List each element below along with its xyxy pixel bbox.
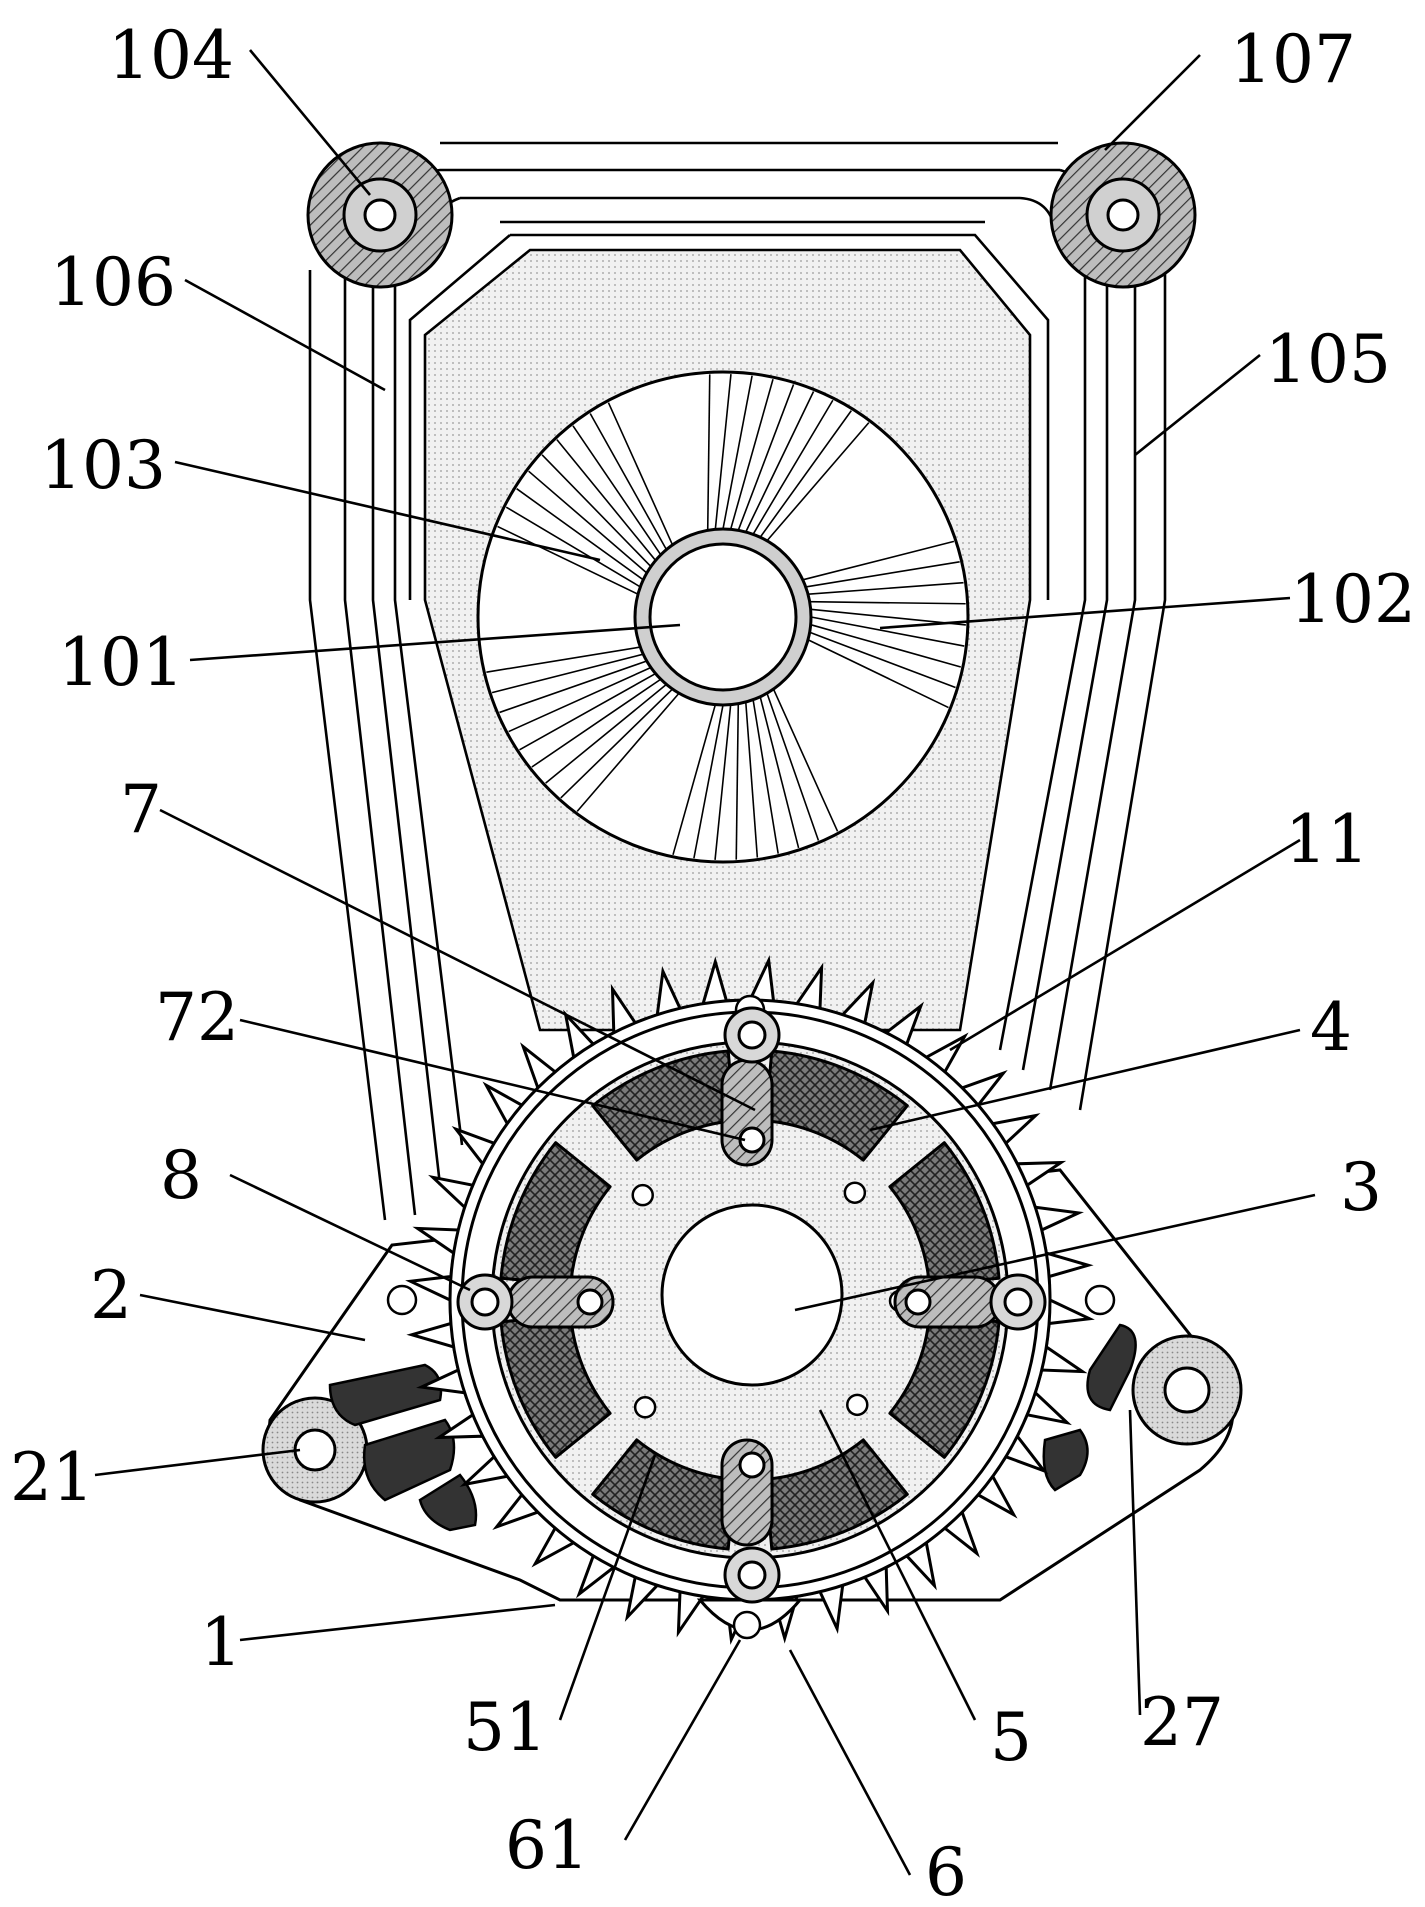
label-101: 101 xyxy=(58,624,184,701)
fan-spoke xyxy=(744,701,759,858)
fan-spoke xyxy=(693,704,724,859)
fan-spoke xyxy=(531,678,662,768)
fan-spoke xyxy=(752,699,779,854)
fan-spoke xyxy=(809,631,956,689)
fan-spoke xyxy=(497,525,639,595)
fan-spokes xyxy=(486,374,966,860)
fan-spoke xyxy=(729,378,774,530)
label-11: 11 xyxy=(1285,801,1369,878)
label-51: 51 xyxy=(463,1689,547,1766)
slot-keyhole xyxy=(633,1396,657,1419)
label-2: 2 xyxy=(90,1257,132,1334)
fan-spoke xyxy=(735,703,740,860)
label-21: 21 xyxy=(10,1439,94,1516)
coil-winding xyxy=(888,1141,1001,1286)
fan-spoke xyxy=(759,410,852,538)
label-106: 106 xyxy=(50,244,176,321)
fan-spoke xyxy=(745,391,815,533)
fan-spoke xyxy=(541,454,652,568)
fan-spoke xyxy=(589,413,668,550)
label-61: 61 xyxy=(505,1807,589,1884)
fan-spoke xyxy=(505,506,641,588)
fan-spoke xyxy=(499,660,648,714)
fan-spoke xyxy=(607,402,674,546)
fan-spoke xyxy=(772,688,839,832)
fan-spoke xyxy=(810,623,962,668)
fan-spoke xyxy=(576,692,680,812)
label-103: 103 xyxy=(40,427,166,504)
fan-spoke xyxy=(714,374,732,530)
coil-winding xyxy=(591,1438,736,1551)
fan-spoke xyxy=(807,581,964,596)
slot-keyhole xyxy=(843,1181,867,1204)
coil-winding xyxy=(499,1141,612,1286)
pulley-104 xyxy=(306,141,454,289)
label-3: 3 xyxy=(1340,1149,1382,1226)
coil-winding xyxy=(764,1049,909,1162)
fan-spoke xyxy=(528,470,648,574)
fan-spoke xyxy=(714,704,732,860)
slot-keyhole xyxy=(846,1393,869,1417)
fan-spoke xyxy=(706,374,711,531)
leader-lines xyxy=(94,49,1316,1876)
fan-spoke xyxy=(545,683,667,784)
fan-spoke xyxy=(807,639,949,709)
label-7: 7 xyxy=(120,771,162,848)
callout-labels: 104 107 106 105 103 102 101 7 11 72 4 8 … xyxy=(10,17,1416,1907)
hole-61 xyxy=(732,1610,762,1640)
fan-spoke xyxy=(486,646,641,673)
fan-spoke xyxy=(759,696,800,849)
fan-spoke xyxy=(556,439,657,561)
label-107: 107 xyxy=(1230,21,1356,98)
coil-winding xyxy=(888,1314,1001,1459)
slot-keyhole xyxy=(631,1183,654,1207)
fan-hub xyxy=(648,542,798,692)
fan-spoke xyxy=(805,561,960,588)
coil-winding xyxy=(591,1049,736,1162)
fan-spoke xyxy=(737,384,795,531)
label-6: 6 xyxy=(925,1834,967,1907)
fan-spoke xyxy=(672,704,717,856)
fan-spoke xyxy=(766,692,820,841)
fan-spoke xyxy=(809,600,966,605)
label-102: 102 xyxy=(1290,561,1416,638)
fan-spoke xyxy=(766,422,870,542)
fan-spoke xyxy=(560,688,674,799)
label-27: 27 xyxy=(1140,1684,1224,1761)
fan-spoke xyxy=(572,425,662,556)
fan-spoke xyxy=(752,399,834,535)
label-72: 72 xyxy=(155,979,239,1056)
fan-spoke xyxy=(810,616,965,647)
fan-spoke xyxy=(802,540,955,581)
stator-assembly xyxy=(405,955,1095,1645)
rotor-shaft xyxy=(660,1203,844,1387)
fan-spoke xyxy=(491,653,644,694)
fan-spoke xyxy=(516,488,644,581)
label-8: 8 xyxy=(160,1137,202,1214)
fan-spoke xyxy=(519,672,656,751)
label-4: 4 xyxy=(1310,989,1352,1066)
pulley-107 xyxy=(1049,141,1197,289)
label-5: 5 xyxy=(990,1699,1032,1776)
label-104: 104 xyxy=(108,17,234,94)
fan-spoke xyxy=(508,666,652,733)
label-105: 105 xyxy=(1265,321,1391,398)
fan-spoke xyxy=(722,375,753,530)
fan-wheel xyxy=(476,370,970,864)
label-1: 1 xyxy=(200,1604,242,1681)
coil-winding xyxy=(764,1438,909,1551)
